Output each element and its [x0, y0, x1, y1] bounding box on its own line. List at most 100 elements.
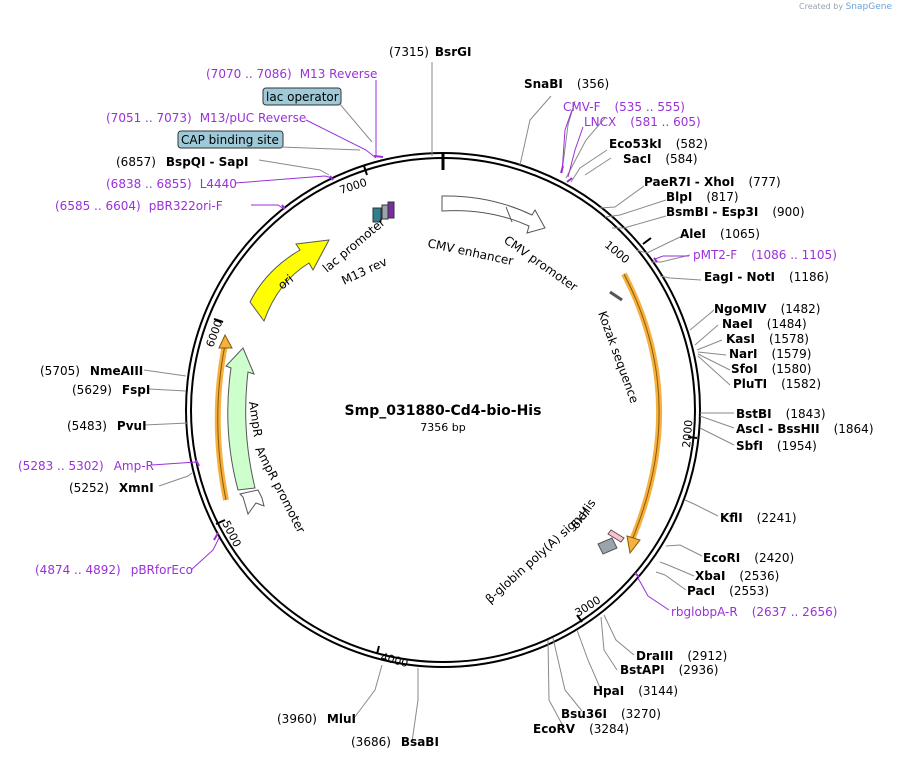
primer-mark-pmt2-f	[653, 257, 658, 263]
orf-arrowhead	[626, 535, 641, 555]
lac-promoter-mark[interactable]	[372, 207, 382, 223]
tick-5000-mark	[215, 519, 226, 525]
primer-mark-amp-r	[195, 459, 200, 467]
primer-m13-puc-reverse[interactable]: (7051 .. 7073)M13/pUC Reverse	[106, 111, 306, 125]
primer-mark-cmv-f	[560, 165, 564, 174]
site-paer7i-xhoi[interactable]: PaeR7I- XhoI(777)	[644, 175, 781, 189]
site-bsabi[interactable]: (3686)BsaBI	[351, 735, 439, 749]
site-asci-bsshii[interactable]: AscI- BssHII(1864)	[736, 422, 874, 436]
lac-operator-connector	[338, 102, 373, 143]
cmv-feature-divider	[505, 206, 513, 223]
tick-2000-mark	[687, 436, 698, 439]
cap-binding-site-label: CAP binding site	[181, 133, 279, 147]
primer-mark-rbglobpa-r	[634, 572, 640, 578]
site-bsrgi[interactable]: (7315)BsrGI	[389, 45, 471, 59]
site-blpi[interactable]: BlpI(817)	[666, 190, 739, 204]
site-nari[interactable]: NarI(1579)	[729, 347, 811, 361]
tick-1000: 1000	[602, 238, 632, 266]
ampr-cds-arrowhead	[218, 333, 233, 349]
primer-pbrforeco[interactable]: (4874 .. 4892)pBRforEco	[35, 563, 193, 577]
site-draiii[interactable]: DraIII(2912)	[636, 649, 727, 663]
ori-arrow[interactable]	[249, 239, 330, 323]
site-saci[interactable]: SacI(584)	[623, 152, 698, 166]
feature-label-cmv-enhancer: CMV enhancer	[426, 236, 514, 268]
site-xmni[interactable]: (5252)XmnI	[69, 481, 154, 495]
site-ecorv[interactable]: EcoRV(3284)	[533, 722, 629, 736]
primer-mark-m13-reverse	[373, 155, 384, 158]
site-alei[interactable]: AleI(1065)	[680, 227, 760, 241]
restriction-sites: (7315)BsrGI SnaBI(356) Eco53kI(582) SacI…	[40, 45, 874, 749]
site-fspi[interactable]: (5629)FspI	[72, 383, 150, 397]
site-sbfi[interactable]: SbfI(1954)	[736, 439, 817, 453]
tick-1000-mark	[642, 237, 652, 245]
tick-3000-mark	[576, 614, 583, 623]
snapgene-watermark: Created by SnapGene	[799, 2, 892, 12]
lac-operator-label: lac operator	[266, 90, 339, 104]
site-kfli[interactable]: KflI(2241)	[720, 511, 797, 525]
site-bsmbi-esp3i[interactable]: BsmBI- Esp3I(900)	[666, 205, 805, 219]
feature-label-beta-globin-polya: β-globin poly(A) signal	[483, 506, 593, 607]
primer-amp-r[interactable]: (5283 .. 5302)Amp-R	[18, 459, 154, 473]
lac-operator-box[interactable]	[262, 87, 342, 106]
site-ecori[interactable]: EcoRI(2420)	[703, 551, 794, 565]
lac-operator-mark[interactable]	[381, 204, 389, 220]
primer-cmv-f[interactable]: CMV-F(535 .. 555)	[563, 100, 685, 114]
primer-mark-pbrforeco	[213, 532, 219, 541]
primer-labels: (7070 .. 7086)M13 Reverse (7051 .. 7073)…	[18, 67, 837, 619]
site-hpai[interactable]: HpaI(3144)	[593, 684, 678, 698]
primer-mark-lncx	[566, 177, 573, 183]
cap-binding-connector	[280, 146, 361, 151]
site-bstapi[interactable]: BstAPI(2936)	[620, 663, 718, 677]
tick-6000-mark	[213, 318, 224, 323]
backbone	[185, 152, 701, 668]
orf-cds-arc-outline	[623, 273, 660, 541]
m13-rev-mark[interactable]	[387, 201, 395, 219]
site-nmeaiii[interactable]: (5705)NmeAIII	[40, 364, 143, 378]
site-eco53ki[interactable]: Eco53kI(582)	[609, 137, 708, 151]
site-bstbi[interactable]: BstBI(1843)	[736, 407, 826, 421]
site-kasi[interactable]: KasI(1578)	[726, 332, 809, 346]
plasmid-name: Smp_031880-Cd4-bio-His	[345, 403, 542, 419]
plasmid-length: 7356 bp	[420, 421, 465, 434]
primer-pmt2-f[interactable]: pMT2-F(1086 .. 1105)	[693, 248, 837, 262]
features	[214, 195, 663, 555]
site-pvui[interactable]: (5483)PvuI	[67, 419, 147, 433]
site-snabi[interactable]: SnaBI(356)	[524, 77, 609, 91]
backbone-outer-strand	[185, 152, 701, 668]
cap-binding-site-box[interactable]	[177, 130, 284, 149]
tick-4000: 4000	[379, 650, 409, 670]
feature-label-kozak-sequence: Kozak sequence	[595, 309, 641, 405]
site-xbai[interactable]: XbaI(2536)	[695, 569, 779, 583]
created-by-text: Created by	[799, 2, 844, 11]
primer-rbglobpa-r[interactable]: rbglobpA-R(2637 .. 2656)	[671, 605, 837, 619]
ampr-promoter-arrow[interactable]	[239, 489, 265, 516]
site-sfoi[interactable]: SfoI(1580)	[731, 362, 811, 376]
site-naei[interactable]: NaeI(1484)	[722, 317, 807, 331]
site-ngomiv[interactable]: NgoMIV(1482)	[714, 302, 820, 316]
tick-7000-mark	[363, 165, 368, 176]
site-paci[interactable]: PacI(2553)	[687, 584, 769, 598]
primer-m13-reverse[interactable]: (7070 .. 7086)M13 Reverse	[206, 67, 377, 81]
tick-2000: 2000	[680, 419, 695, 448]
6xhis-mark[interactable]	[607, 529, 625, 543]
cmv-enhancer-promoter-arrow[interactable]	[441, 195, 546, 234]
polya-signal-mark[interactable]	[597, 537, 618, 555]
site-mlui[interactable]: (3960)MluI	[277, 712, 356, 726]
kozak-sequence-mark	[609, 290, 623, 302]
label-connectors	[143, 62, 735, 743]
snapgene-logo-text: SnapGene	[845, 2, 892, 12]
site-bsu36i[interactable]: Bsu36I(3270)	[561, 707, 661, 721]
site-pluti[interactable]: PluTI(1582)	[733, 377, 821, 391]
primer-l4440[interactable]: (6838 .. 6855)L4440	[106, 177, 237, 191]
primer-pbr322ori-f[interactable]: (6585 .. 6604)pBR322ori-F	[55, 199, 223, 213]
primer-connectors	[151, 80, 689, 611]
primer-mark-l4440	[329, 175, 334, 181]
site-bspqi-sapi[interactable]: (6857)BspQI- SapI	[116, 155, 248, 169]
ampr-gene-arrow[interactable]	[225, 347, 256, 491]
site-eagi-noti[interactable]: EagI- NotI(1186)	[704, 270, 829, 284]
boxed-feature-labels: lac operator CAP binding site	[177, 87, 373, 151]
tick-4000-mark	[376, 645, 380, 655]
primer-lncx[interactable]: LNCX(581 .. 605)	[584, 115, 701, 129]
ampr-cds-arc-outline	[217, 344, 227, 501]
